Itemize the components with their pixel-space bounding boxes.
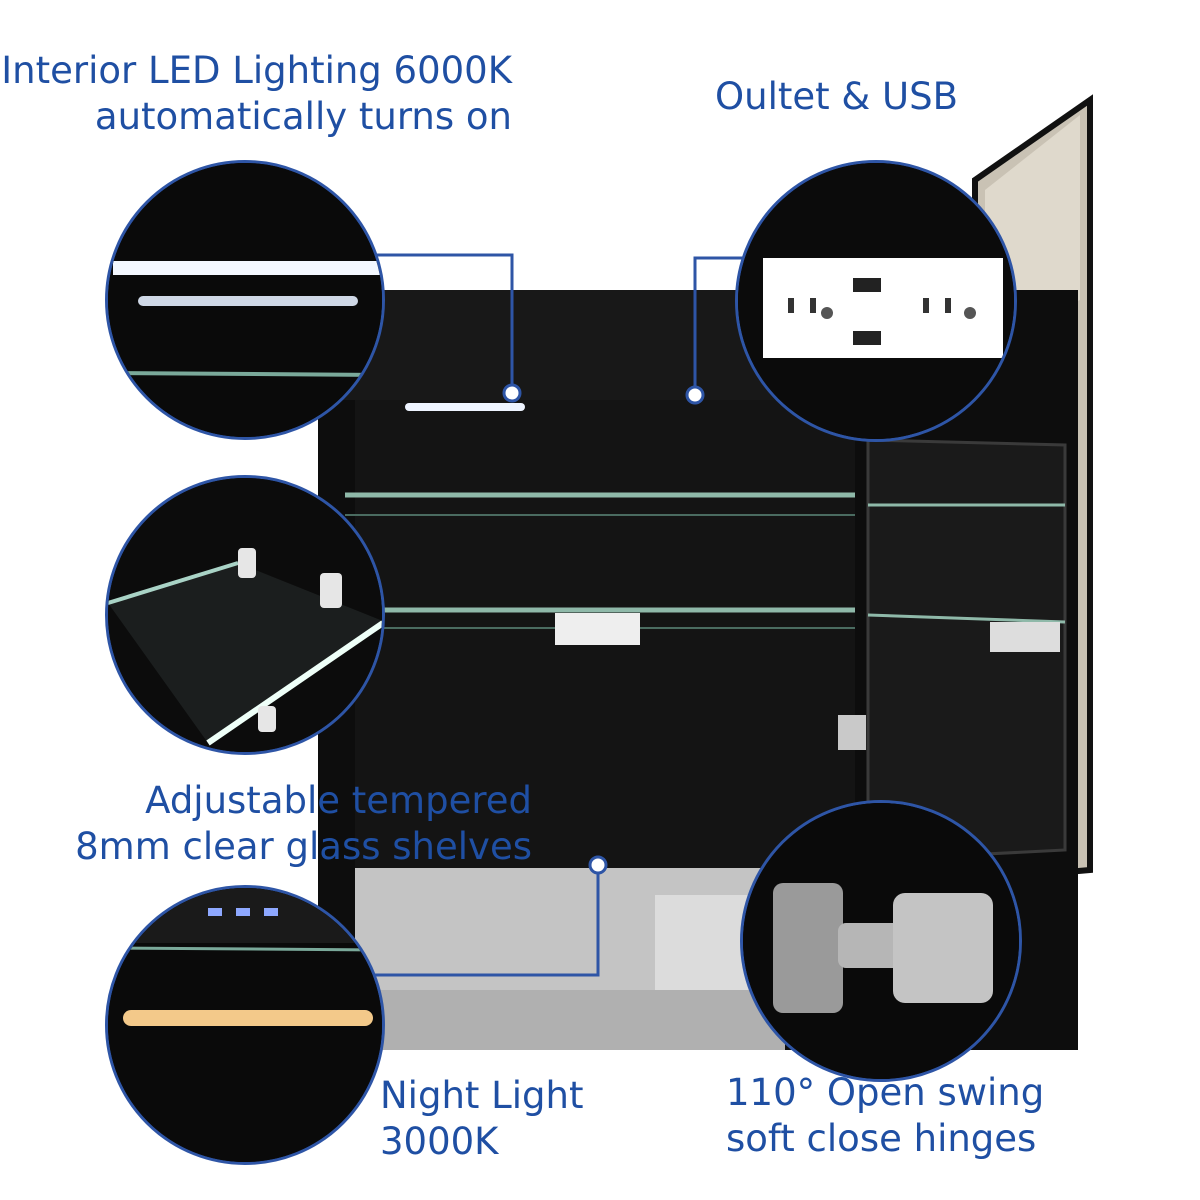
interior-led-label: Interior LED Lighting 6000K automaticall… (1, 48, 512, 140)
led-strip-icon (113, 261, 382, 275)
shelf-detail-circle (105, 475, 385, 755)
connector-outlet (693, 256, 755, 395)
interior-led-line2: automatically turns on (94, 95, 512, 138)
outlet-detail-circle (735, 160, 1017, 442)
warm-led-strip (123, 1010, 373, 1026)
hinges-line2: soft close hinges (726, 1117, 1037, 1160)
connector-night-light (370, 865, 600, 977)
hinge-detail-circle (740, 800, 1022, 1082)
hinge-icon (773, 883, 993, 1013)
night-light-detail-circle (105, 885, 385, 1165)
interior-led-strip (405, 403, 525, 411)
shelves-line1: Adjustable tempered (145, 779, 532, 822)
shelves-label: Adjustable tempered 8mm clear glass shel… (75, 778, 532, 870)
shelves-line2: 8mm clear glass shelves (75, 825, 532, 868)
outlet-line1: Oultet & USB (715, 75, 958, 118)
night-light-label: Night Light 3000K (380, 1073, 584, 1165)
outlet-label: Oultet & USB (715, 74, 958, 120)
led-detail-circle (105, 160, 385, 440)
connector-led (372, 253, 514, 393)
shelf-clip-icon (238, 548, 256, 578)
outlet-usb-icon (763, 258, 1003, 358)
hinges-label: 110° Open swing soft close hinges (726, 1070, 1044, 1162)
interior-led-line1: Interior LED Lighting 6000K (1, 49, 512, 92)
night-light-line2: 3000K (380, 1120, 499, 1163)
night-light-line1: Night Light (380, 1074, 584, 1117)
hinges-line1: 110° Open swing (726, 1071, 1045, 1114)
